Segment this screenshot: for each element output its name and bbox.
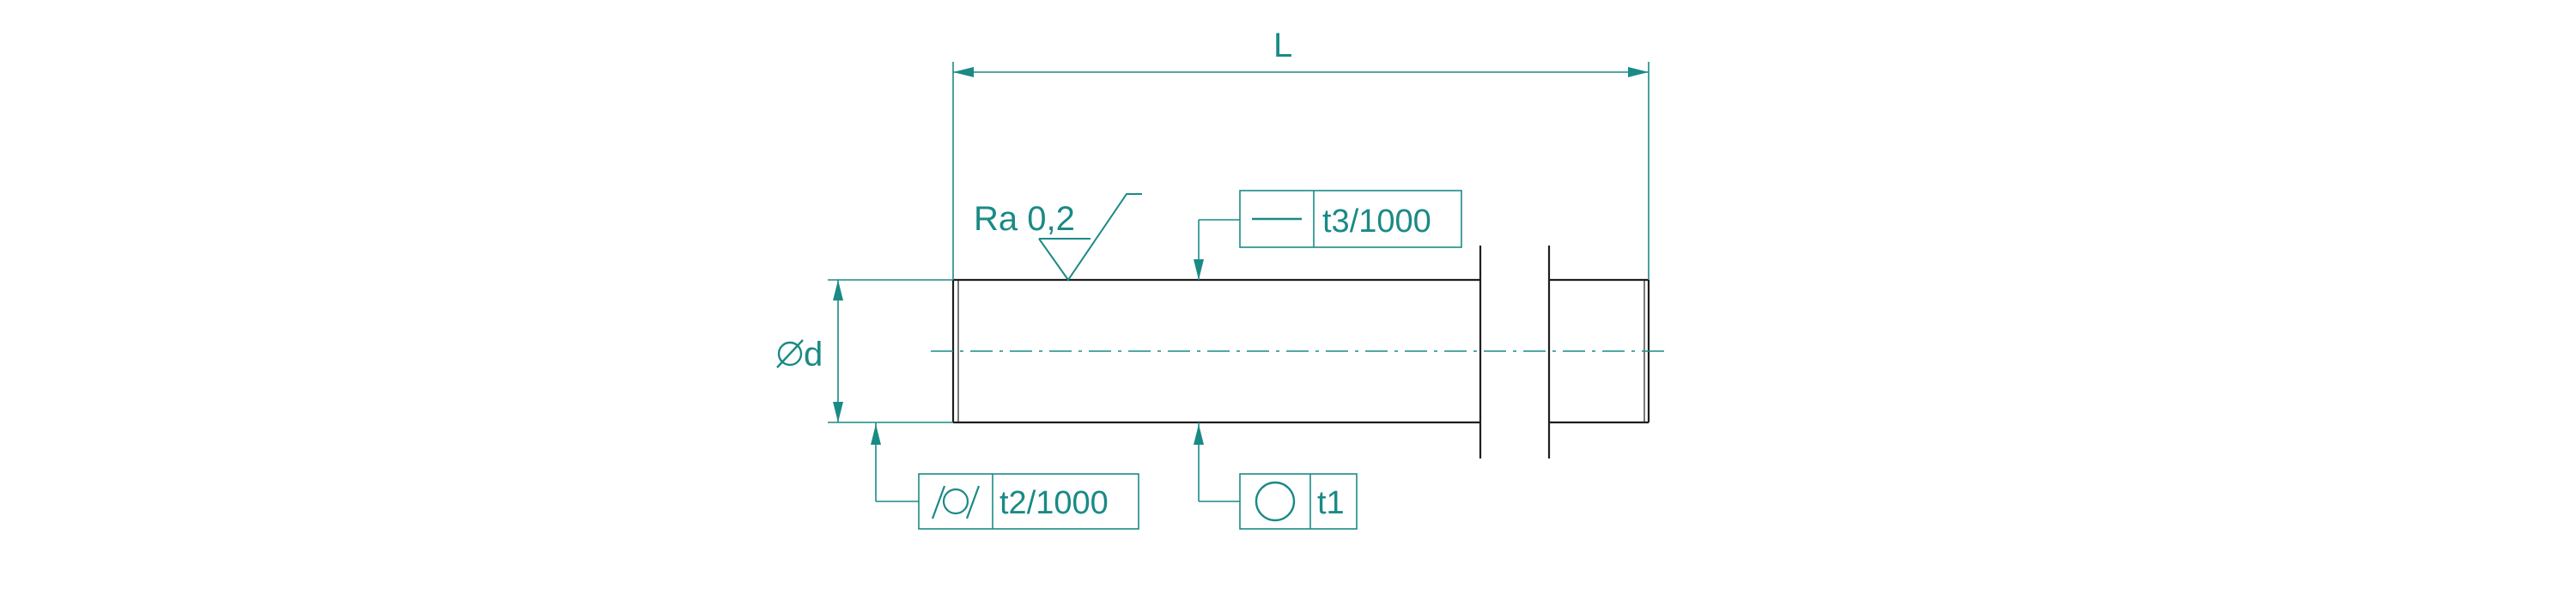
length-label: L <box>1273 27 1292 64</box>
arrow-right-icon <box>1628 67 1649 77</box>
shaft-outline <box>951 246 1650 458</box>
diameter-icon <box>776 339 804 368</box>
arrow-up-icon <box>871 424 881 445</box>
surface-finish-annotation: Ra 0,2 <box>974 193 1142 282</box>
arrow-up-icon <box>833 280 843 300</box>
cylindricity-icon <box>931 485 981 519</box>
arrow-left-icon <box>953 67 974 77</box>
straightness-value: t3/1000 <box>1322 203 1431 240</box>
diameter-dimension: d <box>776 279 953 423</box>
surface-finish-icon <box>1038 193 1142 282</box>
cylindricity-value: t2/1000 <box>999 485 1109 521</box>
arrow-up-icon <box>1194 424 1204 445</box>
circularity-frame: t1 <box>1194 422 1358 530</box>
straightness-frame: t3/1000 <box>1194 190 1462 280</box>
circularity-icon <box>1255 481 1296 522</box>
cylindricity-frame: t2/1000 <box>871 422 1139 530</box>
length-dimension: L <box>952 27 1649 280</box>
arrow-down-icon <box>1194 259 1204 280</box>
surface-finish-label: Ra 0,2 <box>974 200 1075 238</box>
diameter-label: d <box>804 336 823 373</box>
arrow-down-icon <box>833 402 843 422</box>
circularity-value: t1 <box>1317 485 1345 521</box>
